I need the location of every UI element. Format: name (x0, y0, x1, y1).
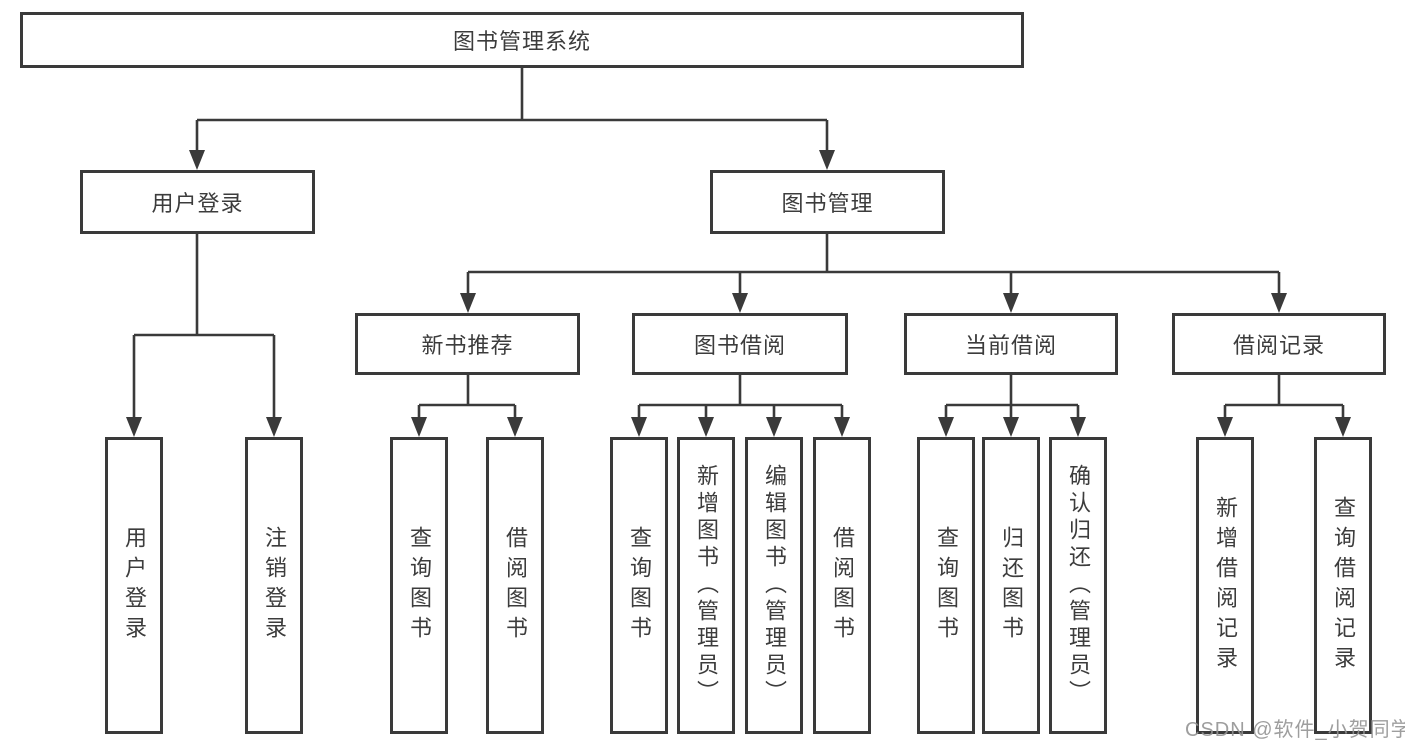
leaf-bb-edit-book: 编辑图书（管理员） (745, 437, 803, 734)
node-new-book-recommend: 新书推荐 (355, 313, 580, 375)
leaf-user-login: 用户登录 (105, 437, 163, 734)
leaf-cb-return-book-label: 归还图书 (999, 525, 1024, 646)
edge-path (417, 375, 517, 423)
arrowhead-icon (819, 150, 835, 170)
edge-path (1223, 375, 1345, 423)
leaf-cb-return-book: 归还图书 (982, 437, 1040, 734)
leaf-bb-query-book-label: 查询图书 (627, 525, 652, 646)
edge-path (466, 234, 1281, 299)
leaf-br-add-record-label: 新增借阅记录 (1213, 495, 1238, 676)
node-borrow-record-label: 借阅记录 (1232, 333, 1325, 358)
arrowhead-icon (1003, 417, 1019, 437)
arrowhead-icon (266, 417, 282, 437)
leaf-bb-borrow-book-label: 借阅图书 (830, 525, 855, 646)
csdn-watermark: CSDN @软件_小贺同学 (1185, 719, 1405, 741)
node-root: 图书管理系统 (20, 12, 1024, 68)
node-book-management-label: 图书管理 (781, 191, 874, 216)
edge-path (637, 375, 844, 423)
node-user-login-label: 用户登录 (151, 191, 244, 216)
arrowhead-icon (732, 293, 748, 313)
leaf-nb-borrow-book-label: 借阅图书 (503, 525, 528, 646)
leaf-logout: 注销登录 (245, 437, 303, 734)
node-book-management: 图书管理 (710, 170, 945, 234)
node-current-borrow-label: 当前借阅 (964, 333, 1057, 358)
node-current-borrow: 当前借阅 (904, 313, 1118, 375)
arrowhead-icon (126, 417, 142, 437)
arrowhead-icon (1271, 293, 1287, 313)
leaf-bb-query-book: 查询图书 (610, 437, 668, 734)
leaf-cb-confirm-return: 确认归还（管理员） (1049, 437, 1107, 734)
arrowhead-icon (631, 417, 647, 437)
node-book-borrow-label: 图书借阅 (693, 333, 786, 358)
node-new-book-recommend-label: 新书推荐 (421, 333, 514, 358)
node-book-borrow: 图书借阅 (632, 313, 848, 375)
node-borrow-record: 借阅记录 (1172, 313, 1386, 375)
edge-path (944, 375, 1080, 423)
edge-path (195, 68, 829, 156)
leaf-cb-confirm-return-label: 确认归还（管理员） (1066, 464, 1091, 707)
leaf-bb-borrow-book: 借阅图书 (813, 437, 871, 734)
leaf-br-add-record: 新增借阅记录 (1196, 437, 1254, 734)
arrowhead-icon (1003, 293, 1019, 313)
node-root-label: 图书管理系统 (452, 29, 591, 54)
arrowhead-icon (189, 150, 205, 170)
arrowhead-icon (698, 417, 714, 437)
arrowhead-icon (507, 417, 523, 437)
arrowhead-icon (1217, 417, 1233, 437)
leaf-bb-edit-book-label: 编辑图书（管理员） (762, 464, 787, 707)
arrowhead-icon (766, 417, 782, 437)
leaf-user-login-label: 用户登录 (122, 525, 147, 646)
arrowhead-icon (1335, 417, 1351, 437)
leaf-nb-query-book: 查询图书 (390, 437, 448, 734)
edge-path (132, 234, 276, 423)
leaf-logout-label: 注销登录 (262, 525, 287, 646)
arrowhead-icon (411, 417, 427, 437)
leaf-nb-query-book-label: 查询图书 (407, 525, 432, 646)
arrowhead-icon (1070, 417, 1086, 437)
leaf-bb-add-book-label: 新增图书（管理员） (694, 464, 719, 707)
leaf-br-query-record-label: 查询借阅记录 (1331, 495, 1356, 676)
leaf-cb-query-book: 查询图书 (917, 437, 975, 734)
leaf-br-query-record: 查询借阅记录 (1314, 437, 1372, 734)
leaf-cb-query-book-label: 查询图书 (934, 525, 959, 646)
node-user-login: 用户登录 (80, 170, 315, 234)
arrowhead-icon (834, 417, 850, 437)
arrowhead-icon (460, 293, 476, 313)
leaf-bb-add-book: 新增图书（管理员） (677, 437, 735, 734)
leaf-nb-borrow-book: 借阅图书 (486, 437, 544, 734)
arrowhead-icon (938, 417, 954, 437)
